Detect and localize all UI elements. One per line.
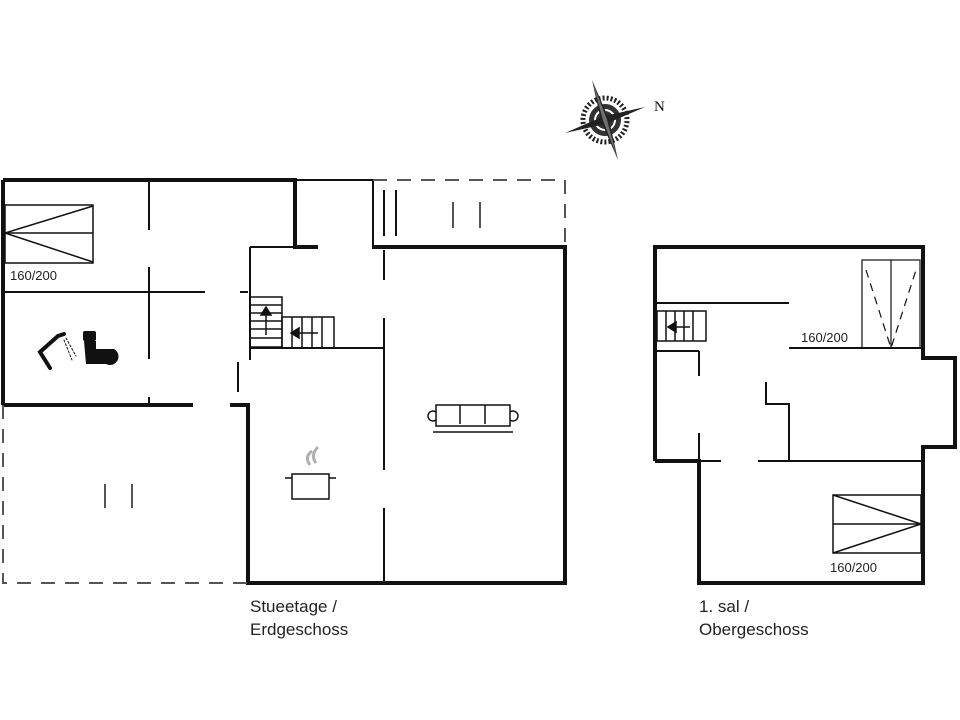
sofa-icon — [427, 404, 519, 433]
compass-rose-icon — [565, 80, 645, 160]
stairs-icon — [249, 296, 335, 349]
shower-icon — [37, 332, 77, 370]
north-label: N — [654, 99, 665, 115]
ground-floor-title: Stueetage / Erdgeschoss — [250, 595, 348, 641]
bed-size-label: 160/200 — [801, 330, 848, 345]
bed-icon — [861, 259, 921, 350]
ground-floor-plan — [1, 178, 567, 585]
toilet-icon — [83, 331, 119, 365]
cooking-pot-icon — [285, 445, 336, 500]
bed-icon — [2, 204, 94, 264]
first-floor-title-line1: 1. sal / — [699, 597, 750, 616]
first-floor-title-line2: Obergeschoss — [699, 620, 809, 639]
ground-floor-title-line2: Erdgeschoss — [250, 620, 349, 639]
first-floor-plan — [653, 245, 957, 585]
ground-floor-title-line1: Stueetage / — [250, 597, 337, 616]
bed-size-label: 160/200 — [10, 268, 57, 283]
bed-size-label: 160/200 — [830, 560, 877, 575]
stairs-icon — [656, 310, 707, 342]
first-floor-title: 1. sal / Obergeschoss — [699, 595, 809, 641]
bed-icon — [832, 494, 924, 554]
